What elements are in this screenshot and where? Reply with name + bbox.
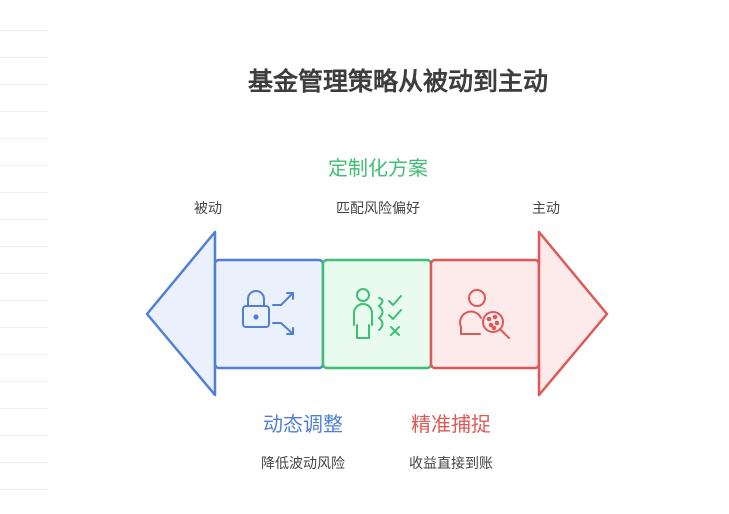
- top-center-heading: 定制化方案: [328, 156, 428, 180]
- bottom-right-subtext: 收益直接到账: [409, 456, 493, 472]
- person-with-checklist-icon: [353, 288, 402, 339]
- bottom-right-heading: 精准捕捉: [411, 412, 491, 436]
- lock-with-shuffle-arrows-icon: [242, 290, 294, 335]
- bottom-left-subtext: 降低波动风险: [261, 456, 345, 472]
- diagram-title: 基金管理策略从被动到主动: [247, 67, 548, 96]
- label-passive: 被动: [194, 201, 222, 217]
- bottom-left-heading: 动态调整: [263, 412, 343, 436]
- right-arrow-head: [537, 230, 609, 397]
- segment-green: [321, 258, 433, 370]
- left-edge-decoration: [0, 0, 48, 514]
- left-arrow-head: [145, 230, 217, 397]
- segment-red: [429, 258, 541, 370]
- user-magnifier-icon: [459, 289, 510, 339]
- label-risk-match: 匹配风险偏好: [336, 201, 420, 217]
- label-active: 主动: [532, 201, 560, 217]
